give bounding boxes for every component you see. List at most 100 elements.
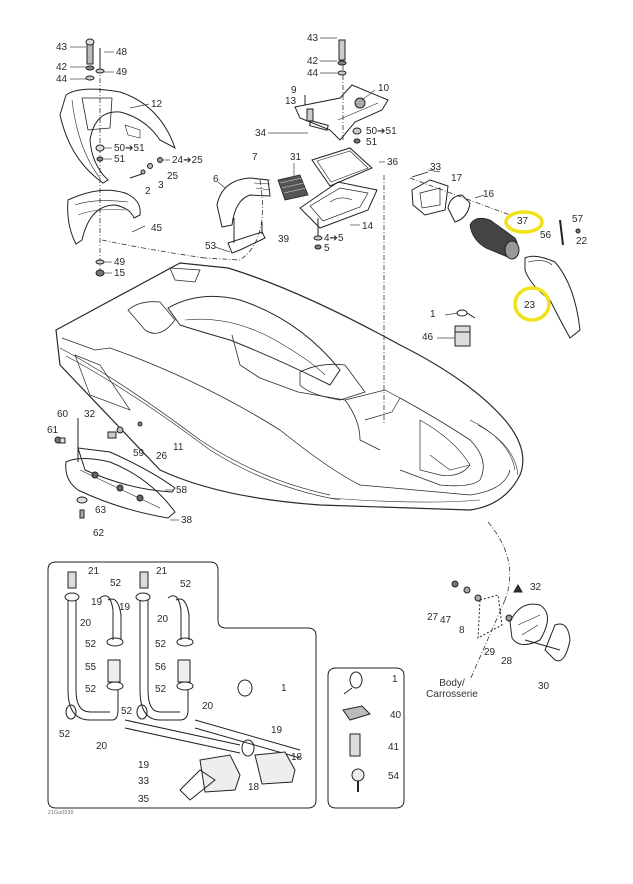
part-label-52b[interactable]: 52 bbox=[85, 639, 97, 650]
part-label-56[interactable]: 56 bbox=[540, 230, 552, 241]
part-label-18b[interactable]: 18 bbox=[248, 782, 260, 793]
part-label-58[interactable]: 58 bbox=[176, 485, 188, 496]
part-label-19[interactable]: 19 bbox=[91, 597, 103, 608]
hull-drawing bbox=[56, 263, 523, 510]
leader-dashed-lines bbox=[100, 45, 510, 680]
part-23-intake-elbow bbox=[525, 256, 580, 338]
part-label-62[interactable]: 62 bbox=[93, 528, 105, 539]
part-label-60[interactable]: 60 bbox=[57, 409, 69, 420]
part-label-21b[interactable]: 21 bbox=[156, 566, 168, 577]
part-label-42b[interactable]: 42 bbox=[307, 56, 319, 67]
part-label-20d[interactable]: 20 bbox=[202, 701, 214, 712]
part-1-46-fitting bbox=[455, 310, 475, 346]
part-label-17[interactable]: 17 bbox=[451, 173, 463, 184]
part-label-33b[interactable]: 33 bbox=[138, 776, 150, 787]
part-label-20[interactable]: 20 bbox=[80, 618, 92, 629]
part-label-26[interactable]: 26 bbox=[156, 451, 168, 462]
part-label-31[interactable]: 31 bbox=[290, 152, 302, 163]
part-label-8[interactable]: 8 bbox=[459, 625, 465, 636]
part-label-14[interactable]: 14 bbox=[362, 221, 374, 232]
part-label-28[interactable]: 28 bbox=[501, 656, 513, 667]
part-label-51b[interactable]: 51 bbox=[366, 137, 378, 148]
part-label-56b[interactable]: 56 bbox=[155, 662, 167, 673]
part-label-1[interactable]: 1 bbox=[430, 309, 436, 320]
part-label-10[interactable]: 10 bbox=[378, 83, 390, 94]
part-label-6[interactable]: 6 bbox=[213, 174, 219, 185]
part-label-52e[interactable]: 52 bbox=[180, 579, 192, 590]
steering-detail bbox=[452, 581, 570, 661]
part-label-40[interactable]: 40 bbox=[390, 710, 402, 721]
part-label-21[interactable]: 21 bbox=[88, 566, 100, 577]
part-label-57[interactable]: 57 bbox=[572, 214, 584, 225]
part-label-52h[interactable]: 52 bbox=[121, 706, 133, 717]
part-label-30[interactable]: 30 bbox=[538, 681, 550, 692]
part-label-22[interactable]: 22 bbox=[576, 236, 588, 247]
part-label-32b[interactable]: 32 bbox=[530, 582, 542, 593]
part-label-35[interactable]: 35 bbox=[138, 794, 150, 805]
part-label-52c[interactable]: 52 bbox=[85, 684, 97, 695]
part-label-52g[interactable]: 52 bbox=[155, 684, 167, 695]
part-label-23[interactable]: 23 bbox=[524, 300, 536, 311]
part-6-elbow bbox=[217, 178, 270, 227]
part-label-54[interactable]: 54 bbox=[388, 771, 400, 782]
part-label-3[interactable]: 3 bbox=[158, 180, 164, 191]
part-label-16[interactable]: 16 bbox=[483, 189, 495, 200]
part-label-42[interactable]: 42 bbox=[56, 62, 68, 73]
part-label-19c[interactable]: 19 bbox=[271, 725, 283, 736]
highlight-circles bbox=[506, 212, 549, 320]
part-label-39[interactable]: 39 bbox=[278, 234, 290, 245]
hose-detail-box bbox=[48, 562, 316, 808]
part-label-55[interactable]: 55 bbox=[85, 662, 97, 673]
part-label-12[interactable]: 12 bbox=[151, 99, 163, 110]
part-label-45[interactable]: 45 bbox=[151, 223, 163, 234]
part-label-46[interactable]: 46 bbox=[422, 332, 434, 343]
part-label-43b[interactable]: 43 bbox=[307, 33, 319, 44]
part-label-52[interactable]: 52 bbox=[110, 578, 122, 589]
part-label-19d[interactable]: 19 bbox=[138, 760, 150, 771]
part-label-13[interactable]: 13 bbox=[285, 96, 297, 107]
part-label-9[interactable]: 9 bbox=[291, 85, 297, 96]
part-label-37[interactable]: 37 bbox=[517, 216, 529, 227]
part-label-19b[interactable]: 19 bbox=[119, 602, 131, 613]
part-label-11[interactable]: 11 bbox=[173, 442, 184, 453]
part-label-4-5[interactable]: 4➔5 bbox=[324, 233, 344, 244]
part-label-61[interactable]: 61 bbox=[47, 425, 59, 436]
part-label-41[interactable]: 41 bbox=[388, 742, 400, 753]
part-label-36[interactable]: 36 bbox=[387, 157, 399, 168]
part-label-63[interactable]: 63 bbox=[95, 505, 107, 516]
part-label-1c[interactable]: 1 bbox=[392, 674, 398, 685]
part-label-51[interactable]: 51 bbox=[114, 154, 126, 165]
part-label-44b[interactable]: 44 bbox=[307, 68, 319, 79]
part-label-49b[interactable]: 49 bbox=[114, 257, 126, 268]
part-label-59[interactable]: 59 bbox=[133, 448, 145, 459]
part-label-7[interactable]: 7 bbox=[252, 152, 258, 163]
part-label-52d[interactable]: 52 bbox=[59, 729, 71, 740]
part-label-50-51[interactable]: 50➔51 bbox=[114, 143, 145, 154]
part-label-20c[interactable]: 20 bbox=[157, 614, 169, 625]
part-label-47[interactable]: 47 bbox=[440, 615, 452, 626]
part-label-38[interactable]: 38 bbox=[181, 515, 193, 526]
part-label-18[interactable]: 18 bbox=[291, 752, 303, 763]
part-label-43[interactable]: 43 bbox=[56, 42, 68, 53]
part-label-27[interactable]: 27 bbox=[427, 612, 439, 623]
part-label-52f[interactable]: 52 bbox=[155, 639, 167, 650]
part-label-34[interactable]: 34 bbox=[255, 128, 267, 139]
part-label-49[interactable]: 49 bbox=[116, 67, 128, 78]
part-label-53[interactable]: 53 bbox=[205, 241, 217, 252]
part-label-24-25[interactable]: 24➔25 bbox=[172, 155, 203, 166]
part-label-15[interactable]: 15 bbox=[114, 268, 126, 279]
part-label-32[interactable]: 32 bbox=[84, 409, 96, 420]
part-10-bracket bbox=[295, 40, 388, 143]
part-label-29[interactable]: 29 bbox=[484, 647, 496, 658]
part-label-5[interactable]: 5 bbox=[324, 243, 330, 254]
part-label-33[interactable]: 33 bbox=[430, 162, 442, 173]
part-label-50-51b[interactable]: 50➔51 bbox=[366, 126, 397, 137]
part-label-1b[interactable]: 1 bbox=[281, 683, 287, 694]
part-label-25[interactable]: 25 bbox=[167, 171, 179, 182]
part-label-48[interactable]: 48 bbox=[116, 47, 128, 58]
part-label-20b[interactable]: 20 bbox=[96, 741, 108, 752]
part-label-2[interactable]: 2 bbox=[145, 186, 151, 197]
part-label-44[interactable]: 44 bbox=[56, 74, 68, 85]
part-12-rear-handle bbox=[60, 89, 175, 183]
